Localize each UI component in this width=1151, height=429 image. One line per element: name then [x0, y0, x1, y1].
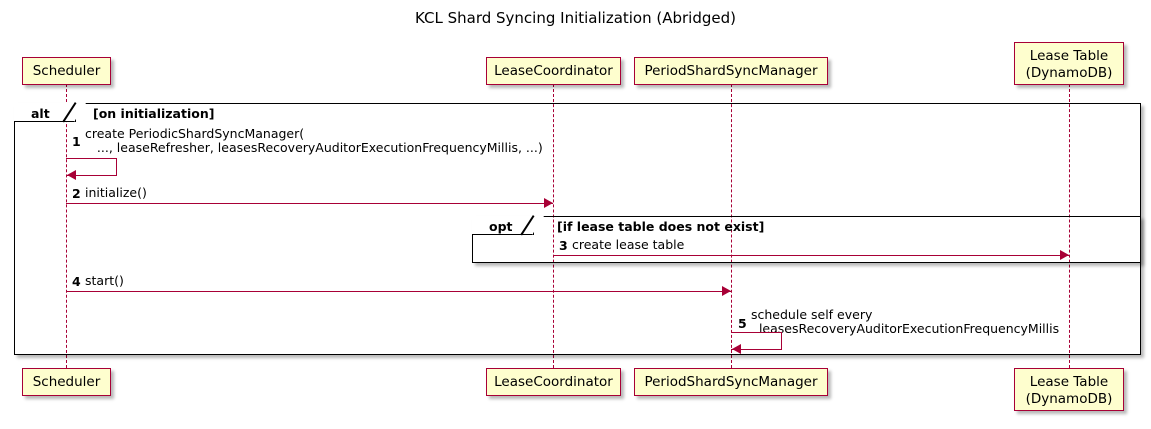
participant-scheduler-bottom[interactable]: Scheduler — [22, 368, 111, 396]
participant-period-shard-sync-manager-bottom[interactable]: PeriodShardSyncManager — [634, 368, 828, 396]
message-1-label: create PeriodicShardSyncManager( ..., le… — [85, 126, 543, 155]
participant-lease-table-top[interactable]: Lease Table (DynamoDB) — [1014, 42, 1124, 85]
message-3-arrowhead — [1060, 250, 1069, 260]
lifeline-lease-table — [1069, 84, 1070, 368]
fragment-opt — [472, 216, 1141, 263]
lifeline-period-shard-sync-manager — [731, 84, 732, 368]
participant-period-shard-sync-manager-top[interactable]: PeriodShardSyncManager — [634, 57, 828, 85]
fragment-alt-tab — [14, 103, 86, 122]
message-2-label: initialize() — [85, 185, 147, 200]
message-5-label: schedule self every leasesRecoveryAudito… — [751, 307, 1060, 336]
message-2-number: 2 — [72, 186, 81, 201]
message-4-arrowhead — [722, 286, 731, 296]
message-2-line — [66, 203, 553, 204]
fragment-alt-condition: [on initialization] — [93, 106, 215, 121]
message-3-label: create lease table — [572, 237, 685, 252]
fragment-alt-keyword: alt — [31, 106, 50, 121]
message-1-arrowhead — [67, 170, 76, 180]
message-4-label: start() — [85, 273, 124, 288]
message-1-number: 1 — [72, 134, 81, 149]
participant-scheduler-top[interactable]: Scheduler — [22, 57, 111, 85]
participant-lease-coordinator-top[interactable]: LeaseCoordinator — [486, 57, 621, 85]
message-3-line — [553, 255, 1069, 256]
message-2-arrowhead — [544, 198, 553, 208]
message-3-number: 3 — [559, 238, 568, 253]
lifeline-scheduler — [66, 84, 67, 368]
message-5-number: 5 — [738, 316, 747, 331]
fragment-opt-tab — [472, 216, 544, 235]
participant-lease-table-bottom[interactable]: Lease Table (DynamoDB) — [1014, 368, 1124, 411]
message-1-self-loop — [66, 158, 117, 176]
fragment-opt-keyword: opt — [489, 219, 513, 234]
message-5-self-loop — [731, 332, 782, 350]
message-4-number: 4 — [72, 274, 81, 289]
fragment-opt-condition: [if lease table does not exist] — [557, 219, 765, 234]
diagram-title: KCL Shard Syncing Initialization (Abridg… — [415, 9, 736, 27]
participant-lease-coordinator-bottom[interactable]: LeaseCoordinator — [486, 368, 621, 396]
lifeline-lease-coordinator — [553, 84, 554, 368]
message-4-line — [66, 291, 731, 292]
message-5-arrowhead — [732, 344, 741, 354]
